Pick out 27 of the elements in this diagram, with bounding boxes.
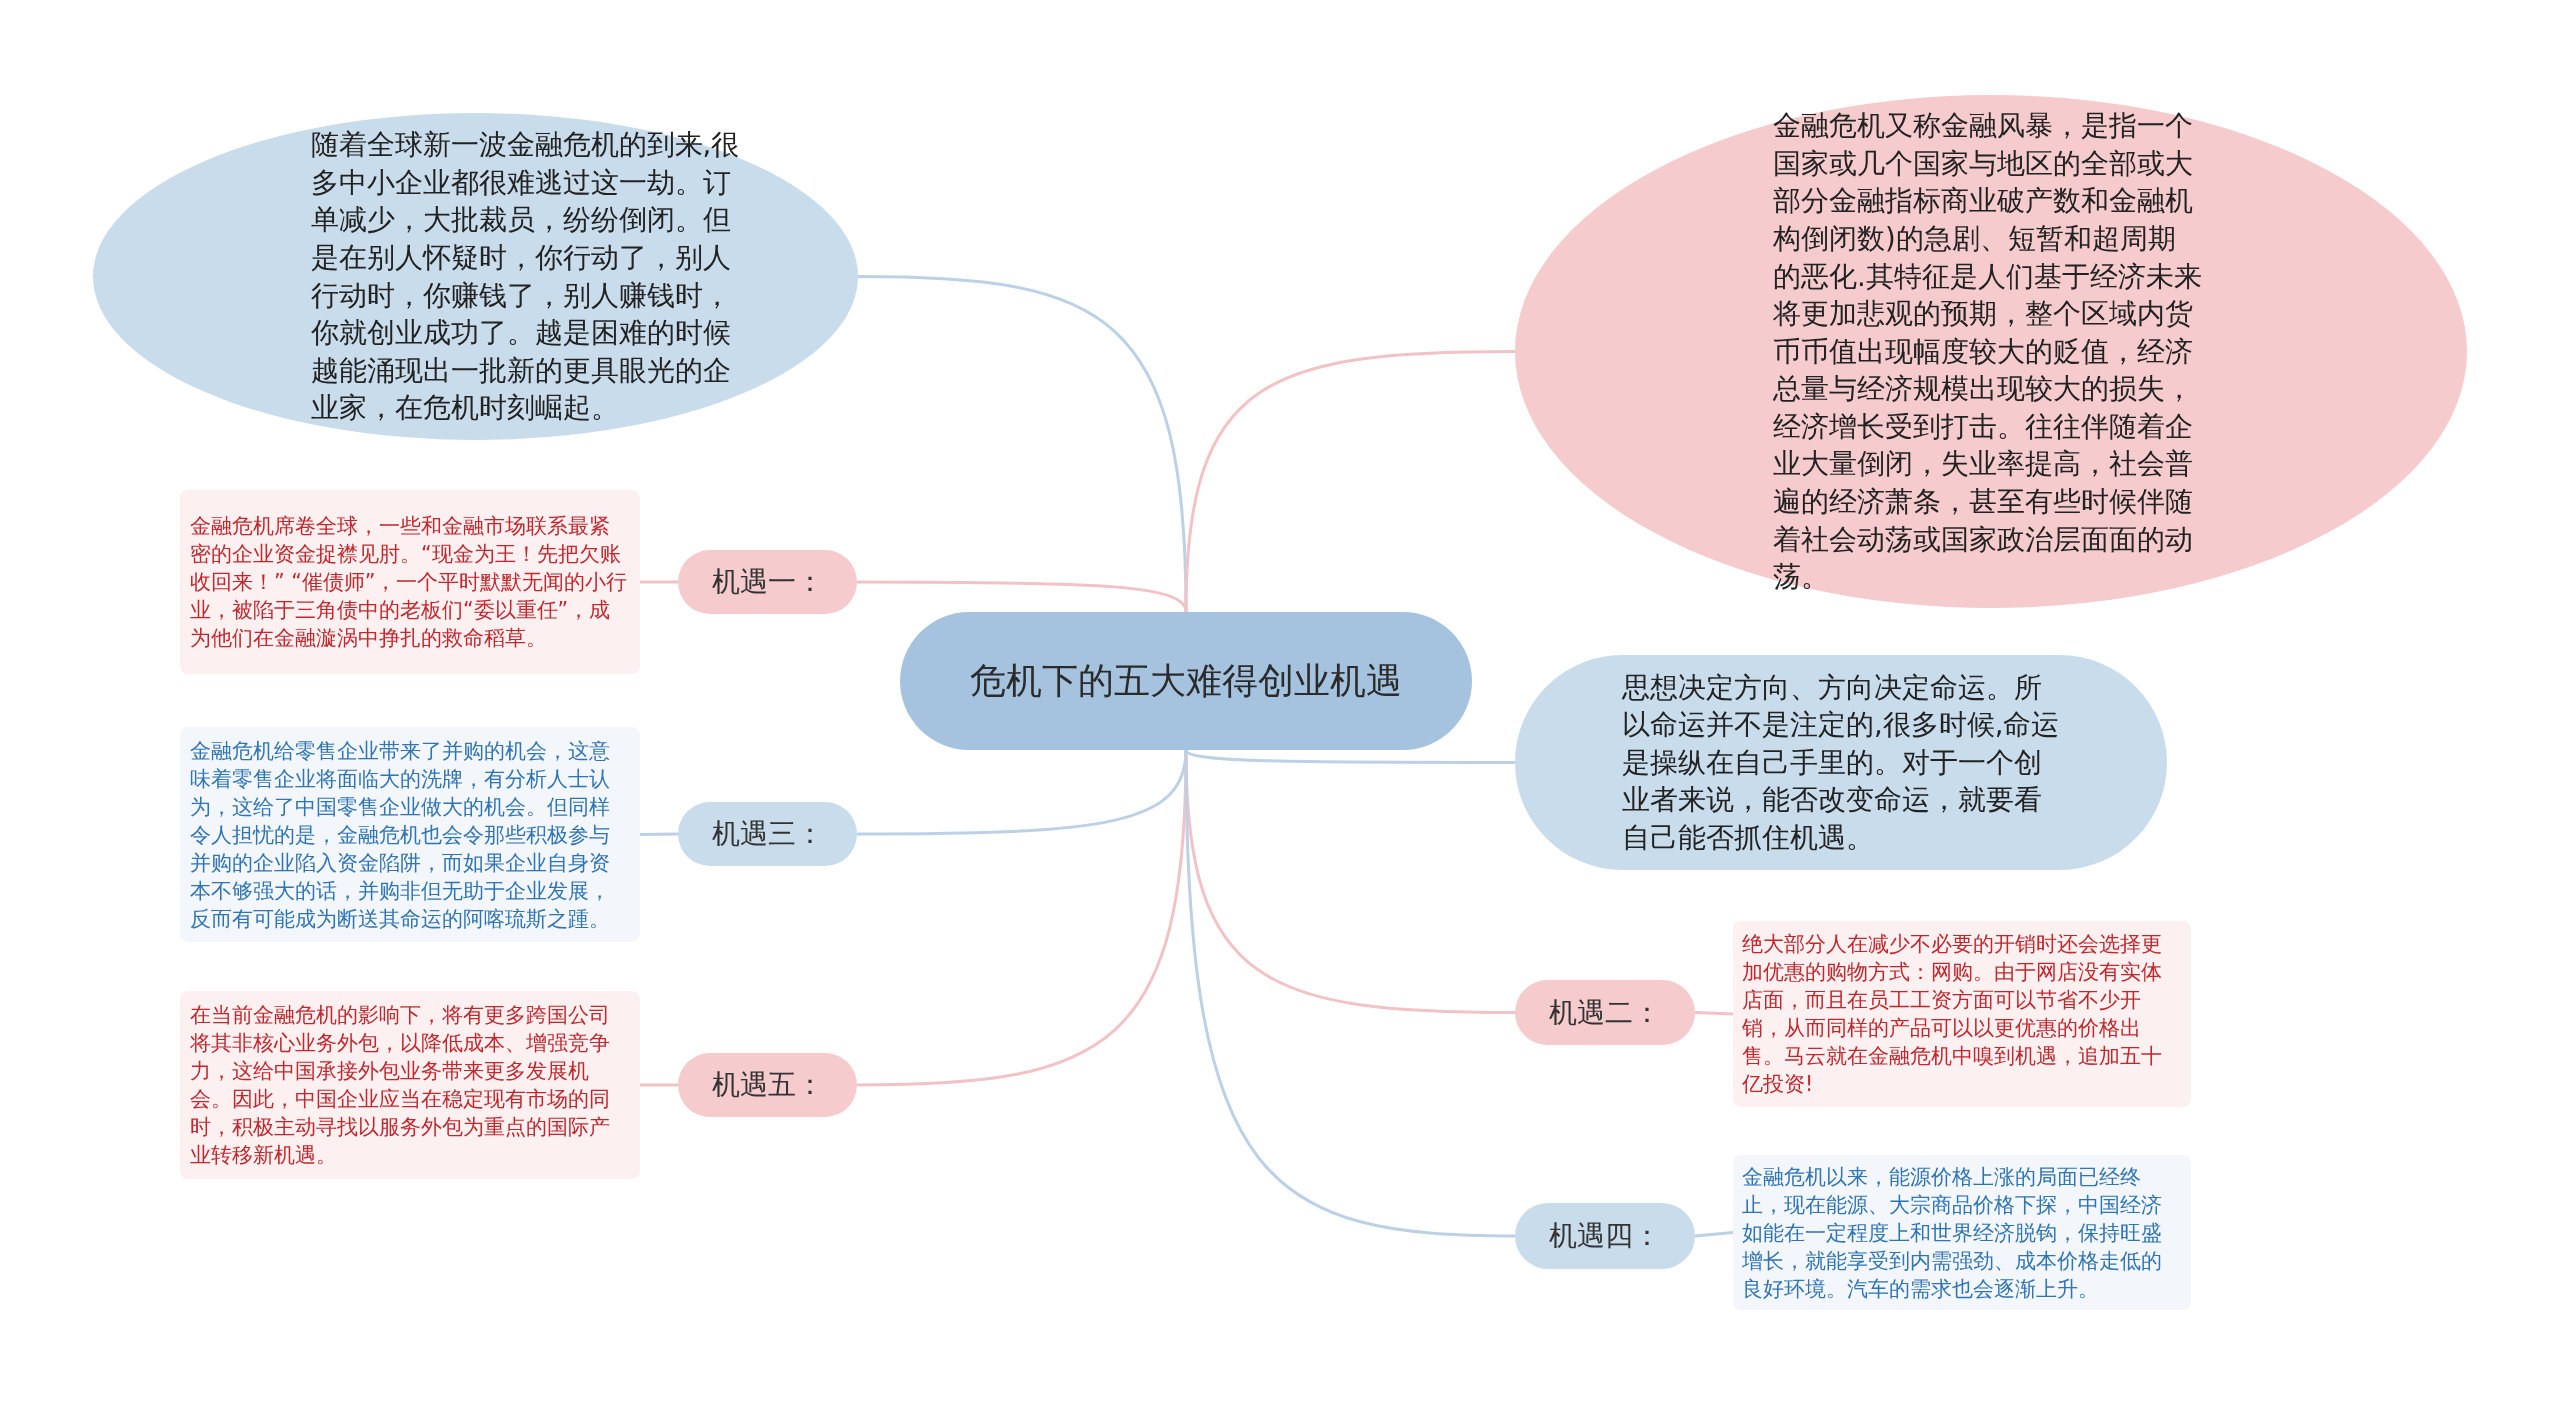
connector-line [639, 832, 679, 836]
note-card [1733, 1155, 2191, 1310]
note-text: 金融危机席卷全球，一些和金融市场联系最紧密的企业资金捉襟见肘。“现金为王！先把欠账收回来！” “催债师”，一个平时默默无闻的小行业，被陷于三角债中的老板们“委以重任”，成为他们在金融漩涡中挣扎的救命稻草。 [190, 513, 629, 652]
connector-line [856, 749, 1188, 1087]
note-text: 在当前金融危机的影响下，将有更多跨国公司将其非核心业务外包，以降低成本、增强竞争力，这给中国承接外包业务带来更多发展机会。因此，中国企业应当在稳定现有市场的同时，积极主动寻找以服务外包为重点的国际产业转移新机遇。 [190, 1002, 611, 1169]
note-text: 绝大部分人在减少不必要的开销时还会选择更加优惠的购物方式：网购。由于网店没有实体店面，而且在员工工资方面可以节省不少开销，从而同样的产品可以以更优惠的价格出售。马云就在金融危机中嗅到机遇，追加五十亿投资! [1742, 931, 2163, 1098]
note-card [1733, 921, 2191, 1107]
connector-line [640, 580, 678, 584]
note-text: 金融危机以来，能源价格上涨的局面已经终止，现在能源、大宗商品价格下探，中国经济如能在一定程度上和世界经济脱钩，保持旺盛增长，就能享受到内需强劲、成本价格走低的良好环境。汽车的需求也会逐渐上升。 [1742, 1163, 2163, 1303]
connector-line [857, 580, 1188, 613]
branch-label: 机遇一： [711, 564, 824, 600]
connector-line [1184, 749, 1516, 1238]
note-card [180, 490, 640, 674]
note-card [180, 991, 640, 1179]
bubble-text: 金融危机又称金融风暴，是指一个国家或几个国家与地区的全部或大部分金融指标商业破产数和金融机构倒闭数)的急剧、短暂和超周期的恶化.其特征是人们基于经济未来将更加悲观的预期，整个区域内货币币值出现幅度较大的贬值，经济总量与经济规模出现较大的损失，经济增长受到打击。往往伴随着企业大量倒闭，失业率提高，社会普遍的经济萧条，甚至有些时候伴随着社会动荡或国家政治层面面的动荡。 [1773, 108, 2203, 595]
branch-label: 机遇四： [1549, 1218, 1661, 1254]
branch-label: 机遇五： [711, 1067, 824, 1103]
note-text: 金融危机给零售企业带来了并购的机会，这意味着零售企业将面临大的洗牌，有分析人士认为，这给了中国零售企业做大的机会。但同样令人担忧的是，金融危机也会令那些积极参与并购的企业陷入资金陷阱，而如果企业自身资本不够强大的话，并购非但无助于企业发展，反而有可能成为断送其命运的阿喀琉斯之踵。 [190, 737, 611, 933]
branch-label: 机遇二： [1549, 994, 1661, 1031]
note-card [180, 727, 640, 942]
branch-label: 机遇三： [711, 816, 824, 852]
bubble-text: 思想决定方向、方向决定命运。所以命运并不是注定的,很多时候,命运是操纵在自己手里的。对于一个创业者来说，能否改变命运，就要看自己能否抓住机遇。 [1622, 669, 2061, 855]
connector-line [1694, 1011, 1734, 1016]
connector-line [1184, 350, 1515, 613]
bubble-text: 随着全球新一波金融危机的到来,很多中小企业都很难逃过这一劫。订单减少，大批裁员，纷纷倒闭。但是在别人怀疑时，你行动了，别人行动时，你赚钱了，别人赚钱时，你就创业成功了。越是困难的时候越能涌现出一批新的更具眼光的企业家，在危机时刻崛起。 [310, 127, 741, 426]
connector-line [1694, 1231, 1734, 1238]
topic-title: 危机下的五大难得创业机遇 [969, 659, 1403, 703]
